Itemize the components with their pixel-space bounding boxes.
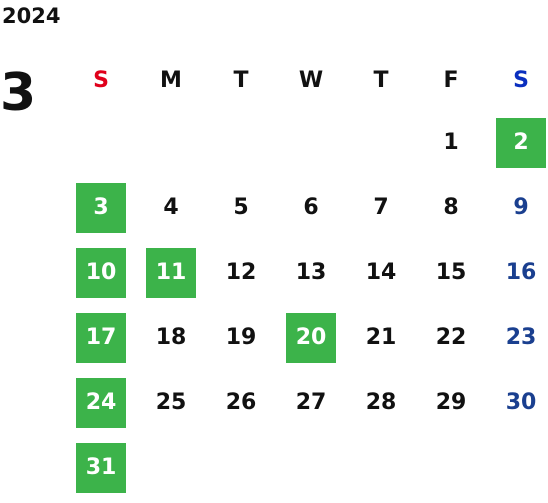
day-cell-14[interactable]: 14 (346, 240, 416, 305)
day-cell-4[interactable]: 4 (136, 175, 206, 240)
day-number: 22 (435, 325, 467, 350)
day-cell-25[interactable]: 25 (136, 370, 206, 435)
day-number: 5 (233, 195, 249, 220)
day-number: 15 (435, 260, 467, 285)
weekday-header-mon: M (160, 67, 182, 93)
day-cell-11[interactable]: 11 (136, 240, 206, 305)
day-number: 28 (365, 390, 397, 415)
day-cell-16[interactable]: 16 (486, 240, 548, 305)
day-number: 7 (373, 195, 389, 220)
weekday-header-wed: W (298, 67, 324, 93)
day-number: 6 (303, 195, 319, 220)
day-cell-18[interactable]: 18 (136, 305, 206, 370)
day-number: 10 (76, 247, 126, 298)
month-label: 3 (0, 63, 37, 123)
day-number: 31 (76, 442, 126, 493)
day-number: 2 (496, 117, 546, 168)
day-number: 14 (365, 260, 397, 285)
day-cell-20[interactable]: 20 (276, 305, 346, 370)
day-cell-9[interactable]: 9 (486, 175, 548, 240)
day-number: 29 (435, 390, 467, 415)
day-cell-13[interactable]: 13 (276, 240, 346, 305)
empty-day-cell (136, 110, 206, 175)
day-cell-2[interactable]: 2 (486, 110, 548, 175)
empty-day-cell (346, 110, 416, 175)
weekday-header-tue: T (233, 67, 249, 93)
day-cell-10[interactable]: 10 (66, 240, 136, 305)
day-number: 9 (513, 195, 529, 220)
empty-day-cell (276, 110, 346, 175)
day-number: 1 (443, 130, 459, 155)
day-cell-8[interactable]: 8 (416, 175, 486, 240)
day-cell-28[interactable]: 28 (346, 370, 416, 435)
day-number: 21 (365, 325, 397, 350)
day-number: 30 (505, 390, 537, 415)
day-cell-19[interactable]: 19 (206, 305, 276, 370)
day-cell-29[interactable]: 29 (416, 370, 486, 435)
weekday-header-sun: S (93, 67, 109, 93)
day-number: 13 (295, 260, 327, 285)
day-cell-24[interactable]: 24 (66, 370, 136, 435)
day-number: 16 (505, 260, 537, 285)
day-number: 4 (163, 195, 179, 220)
day-cell-1[interactable]: 1 (416, 110, 486, 175)
day-cell-21[interactable]: 21 (346, 305, 416, 370)
day-cell-7[interactable]: 7 (346, 175, 416, 240)
day-cell-12[interactable]: 12 (206, 240, 276, 305)
day-cell-5[interactable]: 5 (206, 175, 276, 240)
day-number: 27 (295, 390, 327, 415)
empty-day-cell (206, 110, 276, 175)
day-cell-23[interactable]: 23 (486, 305, 548, 370)
day-cell-3[interactable]: 3 (66, 175, 136, 240)
day-number: 17 (76, 312, 126, 363)
day-number: 3 (76, 182, 126, 233)
day-cell-6[interactable]: 6 (276, 175, 346, 240)
day-cell-15[interactable]: 15 (416, 240, 486, 305)
year-label: 2024 (2, 4, 61, 28)
day-number: 25 (155, 390, 187, 415)
day-cell-31[interactable]: 31 (66, 435, 136, 500)
day-number: 11 (146, 247, 196, 298)
day-number: 20 (286, 312, 336, 363)
day-cell-27[interactable]: 27 (276, 370, 346, 435)
day-number: 24 (76, 377, 126, 428)
day-cell-30[interactable]: 30 (486, 370, 548, 435)
day-number: 8 (443, 195, 459, 220)
day-cell-17[interactable]: 17 (66, 305, 136, 370)
empty-day-cell (66, 110, 136, 175)
day-number: 26 (225, 390, 257, 415)
day-number: 23 (505, 325, 537, 350)
day-cell-26[interactable]: 26 (206, 370, 276, 435)
weekday-header-fri: F (443, 67, 459, 93)
day-cell-22[interactable]: 22 (416, 305, 486, 370)
day-number: 18 (155, 325, 187, 350)
weekday-header-thu: T (373, 67, 389, 93)
day-number: 12 (225, 260, 257, 285)
weekday-header-sat: S (513, 67, 529, 93)
day-number: 19 (225, 325, 257, 350)
